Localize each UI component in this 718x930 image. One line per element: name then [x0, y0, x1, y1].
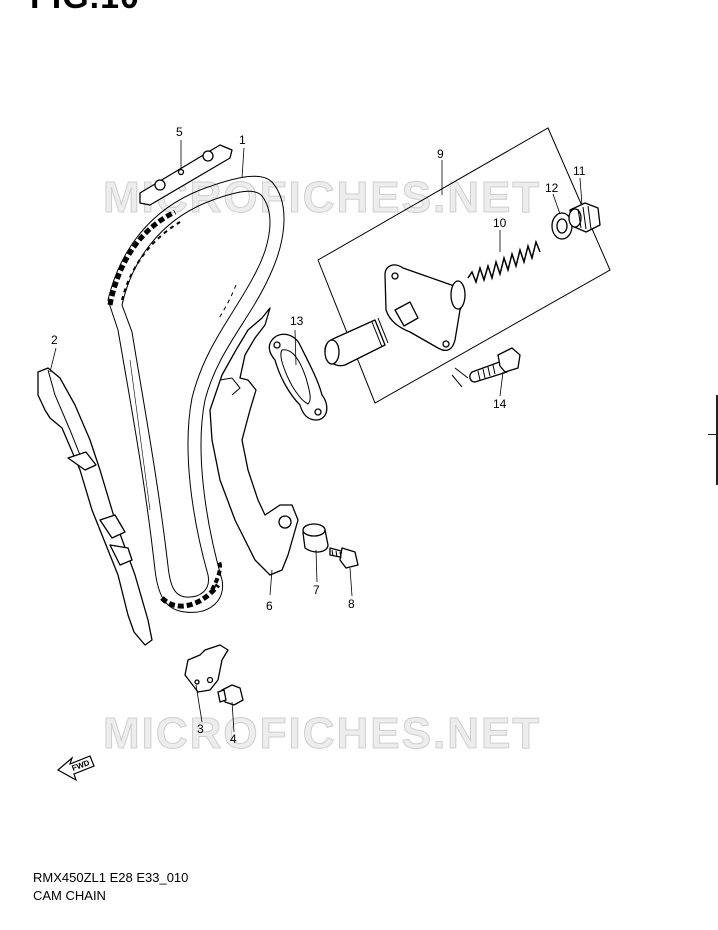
- callout-1: 1: [239, 133, 246, 147]
- tensioner-guide[interactable]: [209, 307, 299, 576]
- leader-lines: [49, 140, 583, 733]
- spring[interactable]: [467, 239, 541, 285]
- diagram-code: RMX450ZL1 E28 E33_010: [33, 870, 189, 885]
- bracket[interactable]: [184, 644, 229, 693]
- page-edge-mark: [716, 395, 718, 485]
- callout-2: 2: [51, 333, 58, 347]
- plug-bolt[interactable]: [568, 202, 601, 233]
- callout-8: 8: [348, 597, 355, 611]
- callout-7: 7: [313, 583, 320, 597]
- page-edge-mark-tick: [708, 434, 718, 435]
- callout-13: 13: [290, 314, 304, 328]
- callout-5: 5: [176, 125, 183, 139]
- bolt-14[interactable]: [469, 347, 521, 383]
- figure-title: FIG.10: [30, 0, 140, 17]
- diagram-name: CAM CHAIN: [33, 888, 106, 903]
- bush[interactable]: [302, 523, 329, 553]
- cam-chain[interactable]: [107, 175, 285, 613]
- bolt-4[interactable]: [217, 684, 244, 706]
- callout-4: 4: [230, 732, 237, 746]
- chain-guide-top[interactable]: [139, 144, 233, 206]
- fwd-arrow-icon: FWD: [56, 755, 95, 782]
- chain-guide-rear[interactable]: [37, 367, 153, 646]
- callout-3: 3: [197, 722, 204, 736]
- callout-6: 6: [266, 599, 273, 613]
- callout-12: 12: [545, 181, 559, 195]
- callout-9: 9: [437, 147, 444, 161]
- gasket[interactable]: [268, 333, 328, 421]
- callout-14: 14: [493, 397, 507, 411]
- bolt-8[interactable]: [329, 547, 359, 569]
- callout-10: 10: [493, 216, 507, 230]
- tensioner-assembly-box[interactable]: [317, 127, 611, 404]
- watermark-bottom: MICROFICHES.NET: [103, 709, 541, 758]
- washer[interactable]: [551, 212, 573, 240]
- callout-11: 11: [573, 164, 586, 178]
